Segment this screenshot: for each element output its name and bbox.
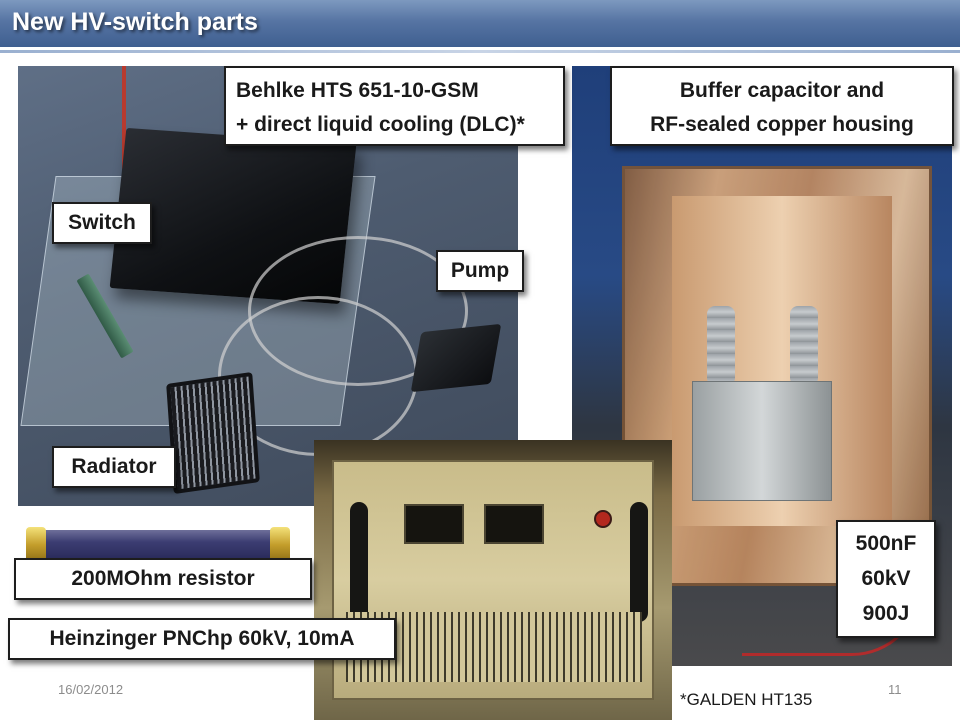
- resistor-label: 200MOhm resistor: [14, 558, 312, 600]
- radiator-unit: [166, 371, 260, 495]
- insulator-left: [707, 306, 735, 386]
- behlke-label-line1: Behlke HTS 651-10-GSM: [236, 79, 479, 102]
- behlke-label: Behlke HTS 651-10-GSM + direct liquid co…: [224, 66, 565, 146]
- resistor-end-cap: [270, 527, 290, 563]
- voltage-value: 60kV: [861, 567, 911, 590]
- switch-label: Switch: [52, 202, 152, 244]
- rack-handle-left: [350, 502, 368, 622]
- red-cable: [122, 66, 126, 191]
- rack-handle-right: [630, 502, 648, 622]
- energy-value: 900J: [862, 602, 910, 625]
- buffer-capacitor-label: Buffer capacitor and RF-sealed copper ho…: [610, 66, 954, 146]
- heinzinger-label: Heinzinger PNChp 60kV, 10mA: [8, 618, 396, 660]
- voltage-display: [404, 504, 464, 544]
- resistor-end-cap: [26, 527, 46, 563]
- title-underline: [0, 50, 960, 53]
- capacitor-housing-photo: [572, 66, 952, 666]
- front-panel: [332, 460, 654, 700]
- title-bar: New HV-switch parts: [0, 0, 960, 53]
- heinzinger-power-supply-photo: [314, 440, 672, 720]
- buffer-label-line2: RF-sealed copper housing: [650, 113, 914, 136]
- resistor-image: [26, 527, 290, 563]
- behlke-label-line2: + direct liquid cooling (DLC)*: [236, 113, 525, 136]
- footer-date: 16/02/2012: [58, 682, 124, 697]
- capacitor-specs-label: 500nF 60kV 900J: [836, 520, 936, 638]
- capacitance-value: 500nF: [855, 532, 917, 555]
- current-display: [484, 504, 544, 544]
- capacitor-body: [692, 381, 832, 501]
- radiator-label: Radiator: [52, 446, 176, 488]
- pump-unit: [410, 323, 502, 393]
- page-number: 11: [888, 682, 902, 697]
- slide-title: New HV-switch parts: [12, 8, 258, 36]
- footnote: *GALDEN HT135: [680, 690, 813, 709]
- buffer-label-line1: Buffer capacitor and: [679, 79, 885, 102]
- power-button: [594, 510, 612, 528]
- insulator-right: [790, 306, 818, 386]
- pump-label: Pump: [436, 250, 524, 292]
